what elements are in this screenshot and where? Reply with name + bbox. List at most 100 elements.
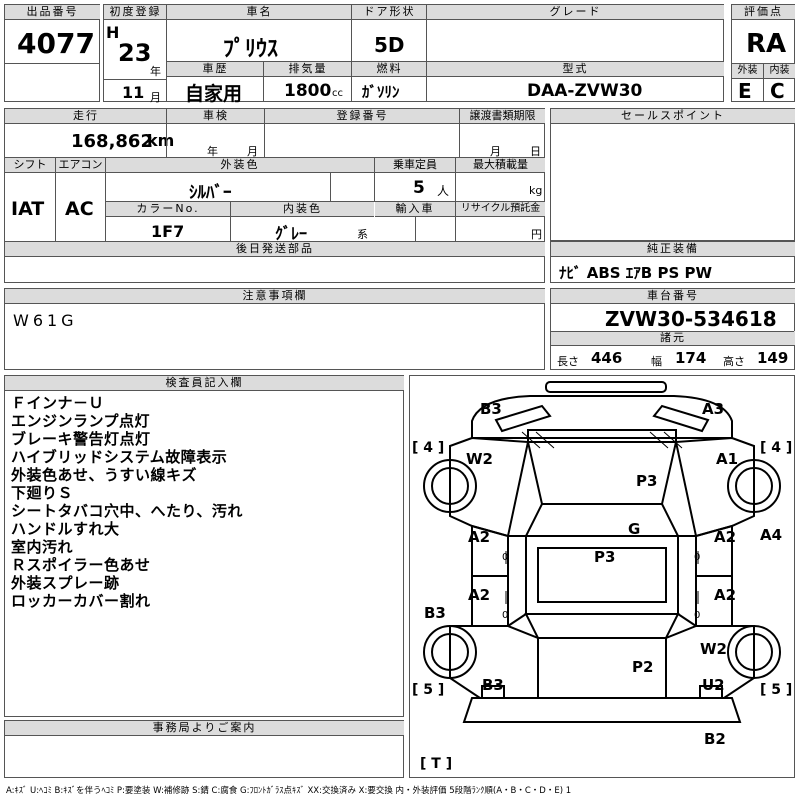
color-value: ｼﾙﾊﾞｰ bbox=[189, 183, 232, 203]
shift-value: IAT bbox=[11, 198, 45, 220]
fuel-label: 燃料 bbox=[352, 62, 427, 77]
year-unit: 年 bbox=[150, 65, 161, 78]
note-line: 室内汚れ bbox=[11, 538, 74, 556]
transfer-day-unit: 日 bbox=[530, 145, 541, 158]
mark-hood: P3 bbox=[636, 472, 658, 490]
tire-grade: 4 bbox=[771, 440, 782, 456]
mark-front-right-bumper: A3 bbox=[702, 400, 725, 418]
inspector-label: 検査員記入欄 bbox=[5, 376, 404, 391]
transfer-deadline-label: 譲渡書類期限 bbox=[460, 109, 545, 124]
max-load-label: 最大積載量 bbox=[456, 158, 545, 173]
inspection-year-unit: 年 bbox=[207, 145, 218, 158]
lot-number-box: 出品番号 4077 bbox=[4, 4, 100, 102]
width-label: 幅 bbox=[651, 355, 662, 368]
color-no-label: カラーNo. bbox=[106, 202, 230, 217]
fuel-box: 燃料 ｶﾞｿﾘﾝ bbox=[351, 61, 427, 102]
mark-windshield: G bbox=[628, 520, 641, 538]
note-line: 外装色あせ、うすい線キズ bbox=[11, 466, 198, 484]
spare-tire-grade: T bbox=[431, 756, 441, 772]
mark-front-left-bumper: B3 bbox=[480, 400, 502, 418]
inspection-month-unit: 月 bbox=[247, 145, 258, 158]
door-mark: 0 bbox=[502, 552, 509, 563]
interior-color-value: ｸﾞﾚｰ bbox=[275, 224, 308, 243]
ac-value: AC bbox=[65, 198, 94, 220]
height-value: 149 bbox=[757, 349, 789, 367]
displacement-value: 1800 bbox=[284, 81, 332, 101]
mark-left-front-fender: W2 bbox=[466, 450, 493, 468]
chassis-number: ZVW30-534618 bbox=[605, 307, 777, 331]
note-line: Ｒスポイラー色あせ bbox=[11, 556, 151, 574]
score-box: 評価点 RA 外装 内装 E C bbox=[731, 4, 795, 103]
car-name: ﾌﾟﾘｳｽ bbox=[223, 37, 279, 62]
mark-rear-bumper: B2 bbox=[704, 730, 726, 748]
width-value: 174 bbox=[675, 349, 707, 367]
mark-rear-left-tire: [ 5 ] bbox=[412, 682, 445, 698]
note-line: ロッカーカバー割れ bbox=[11, 592, 151, 610]
mark-spare-tire: [ T ] bbox=[420, 756, 453, 772]
mark-left-rocker: B3 bbox=[424, 604, 446, 622]
note-line: エンジンランプ点灯 bbox=[11, 412, 151, 430]
model-value: DAA-ZVW30 bbox=[527, 81, 643, 101]
history-value: 自家用 bbox=[185, 83, 243, 105]
chassis-box: 車台番号 ZVW30-534618 諸元 長さ 446 幅 174 高さ 149 bbox=[550, 288, 795, 370]
note-line: ハイブリッドシステム故障表示 bbox=[11, 448, 228, 466]
exterior-score: E bbox=[738, 79, 752, 103]
note-line: 下廻りＳ bbox=[11, 484, 74, 502]
height-label: 高さ bbox=[723, 355, 745, 368]
spec-label: 諸元 bbox=[551, 331, 795, 346]
grade-box: グレード bbox=[426, 4, 724, 62]
year: 23 bbox=[118, 39, 152, 67]
note-line: Ｆインナ－Ｕ bbox=[11, 394, 105, 412]
first-registration-label: 初度登録 bbox=[104, 5, 167, 20]
notice-box: 注意事項欄 W61G bbox=[4, 288, 545, 370]
note-line: シートタバコ穴中、へたり、汚れ bbox=[11, 502, 243, 520]
mark-trunk: P2 bbox=[632, 658, 654, 676]
inspector-box: 検査員記入欄 Ｆインナ－Ｕ エンジンランプ点灯 ブレーキ警告灯点灯 ハイブリッド… bbox=[4, 375, 404, 717]
car-name-label: 車名 bbox=[167, 5, 352, 20]
score-label: 評価点 bbox=[732, 5, 795, 20]
mark-right-front-fender: A1 bbox=[716, 450, 739, 468]
inspection-box: 車検 年 月 bbox=[166, 108, 265, 158]
score-value: RA bbox=[746, 29, 787, 59]
color-no-value: 1F7 bbox=[151, 222, 185, 241]
transfer-deadline-box: 譲渡書類期限 月 日 bbox=[459, 108, 545, 158]
tire-grade: 5 bbox=[423, 682, 434, 698]
door-mark: 0 bbox=[502, 610, 509, 621]
mark-front-left-tire: [ 4 ] bbox=[412, 440, 445, 456]
spec-grid: シフト エアコン 外装色 乗車定員 最大積載量 IAT AC ｼﾙﾊﾞｰ 5 人… bbox=[4, 157, 545, 243]
office-label: 事務局よりご案内 bbox=[5, 721, 404, 736]
mark-front-right-tire: [ 4 ] bbox=[760, 440, 793, 456]
capacity-label: 乗車定員 bbox=[375, 158, 455, 173]
length-value: 446 bbox=[591, 349, 623, 367]
mark-right-front-door: A2 bbox=[714, 528, 737, 546]
doors-value: 5D bbox=[374, 33, 405, 57]
notice-label: 注意事項欄 bbox=[5, 289, 545, 304]
fuel-value: ｶﾞｿﾘﾝ bbox=[362, 83, 400, 101]
import-label: 輸入車 bbox=[375, 202, 455, 217]
era: H bbox=[106, 23, 120, 42]
tire-grade: 5 bbox=[771, 682, 782, 698]
car-name-box: 車名 ﾌﾟﾘｳｽ bbox=[166, 4, 352, 62]
mileage-unit: km bbox=[147, 131, 175, 150]
doors-label: ドア形状 bbox=[352, 5, 427, 20]
mark-roof: P3 bbox=[594, 548, 616, 566]
interior-label: 内装 bbox=[764, 64, 795, 79]
notice-text: W61G bbox=[13, 311, 78, 330]
office-box: 事務局よりご案内 bbox=[4, 720, 404, 778]
color-label: 外装色 bbox=[106, 158, 374, 173]
mark-right-rear-door: A2 bbox=[714, 586, 737, 604]
lot-number: 4077 bbox=[17, 27, 95, 60]
note-line: ハンドルすれ大 bbox=[11, 520, 120, 538]
equipment-label: 純正装備 bbox=[551, 242, 795, 257]
interior-score: C bbox=[770, 79, 785, 103]
model-box: 型式 DAA-ZVW30 bbox=[426, 61, 724, 102]
later-parts-box: 後日発送部品 bbox=[4, 241, 545, 283]
chassis-label: 車台番号 bbox=[551, 289, 795, 304]
door-mark: 0 bbox=[694, 610, 701, 621]
model-label: 型式 bbox=[427, 62, 724, 77]
history-box: 車歴 自家用 bbox=[166, 61, 264, 105]
door-mark: 0 bbox=[694, 552, 701, 563]
equipment-box: 純正装備 ﾅﾋﾞ ABS ｴｱB PS PW bbox=[550, 241, 795, 283]
displacement-unit: cc bbox=[332, 88, 343, 99]
interior-color-label: 内装色 bbox=[231, 202, 374, 217]
